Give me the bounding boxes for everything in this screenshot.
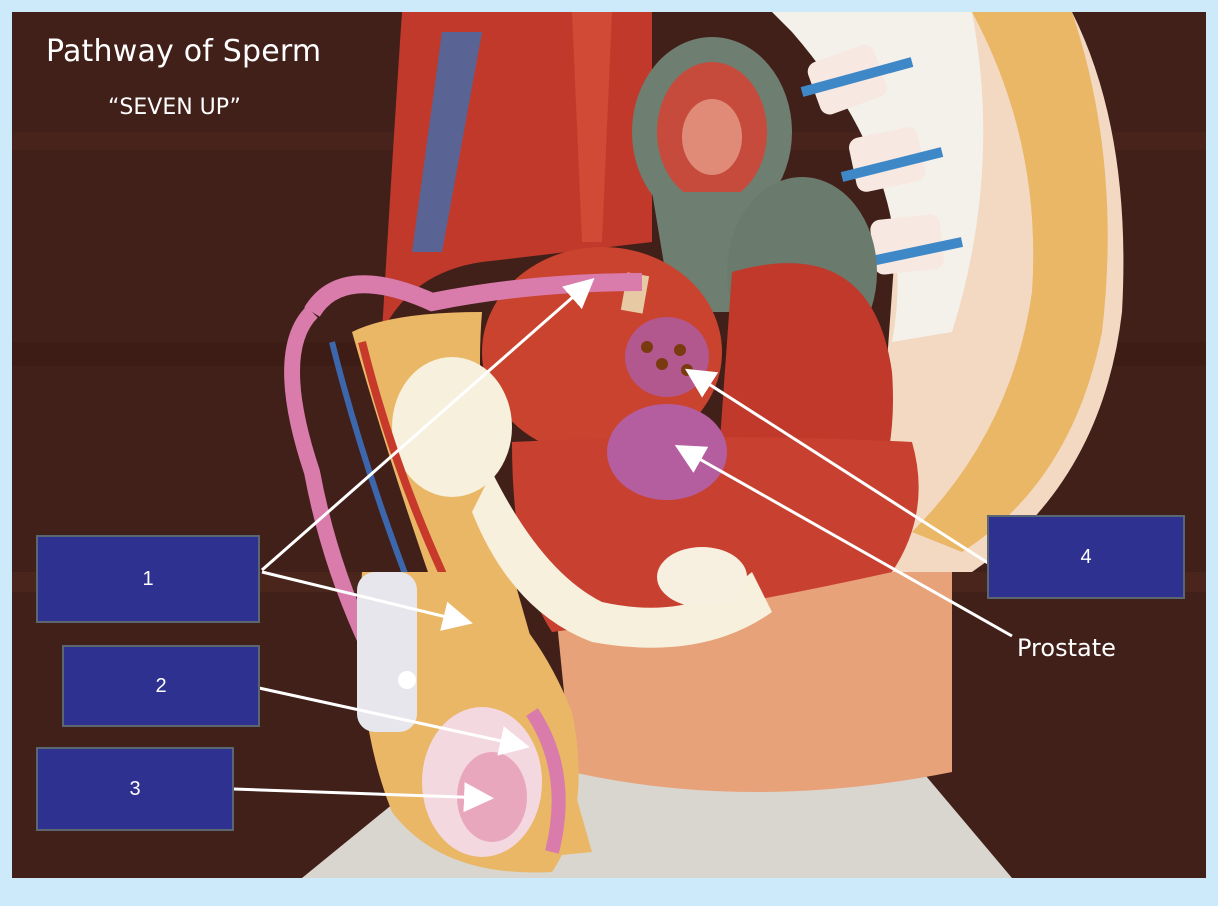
label-box-1[interactable]: 1 <box>36 535 260 623</box>
leader-line-4 <box>684 368 989 565</box>
pubic-bone <box>392 357 512 497</box>
pelvic-floor-muscle <box>512 437 919 632</box>
label-box-4[interactable]: 4 <box>987 515 1185 599</box>
anatomy-model-photo <box>12 12 1206 878</box>
leader-line-3 <box>233 782 494 813</box>
prostate-gland <box>607 404 727 500</box>
fat-layer <box>912 12 1108 552</box>
label-box-2-text: 2 <box>155 674 167 697</box>
epididymis <box>526 708 566 854</box>
label-box-3-text: 3 <box>129 777 141 800</box>
prostate-label: Prostate <box>1017 634 1116 662</box>
leader-line-1-upper <box>261 278 595 572</box>
label-box-2[interactable]: 2 <box>62 645 260 727</box>
leader-line-prostate <box>674 445 1013 638</box>
slide-title: Pathway of Sperm <box>46 34 322 69</box>
leader-line-2 <box>258 686 530 756</box>
label-box-3[interactable]: 3 <box>36 747 234 831</box>
anatomy-model-illustration <box>12 12 1206 878</box>
label-box-1-text: 1 <box>142 567 154 590</box>
label-box-4-text: 4 <box>1080 545 1092 568</box>
leader-line-1-lower <box>261 570 473 631</box>
slide-subtitle: “SEVEN UP” <box>108 95 241 120</box>
